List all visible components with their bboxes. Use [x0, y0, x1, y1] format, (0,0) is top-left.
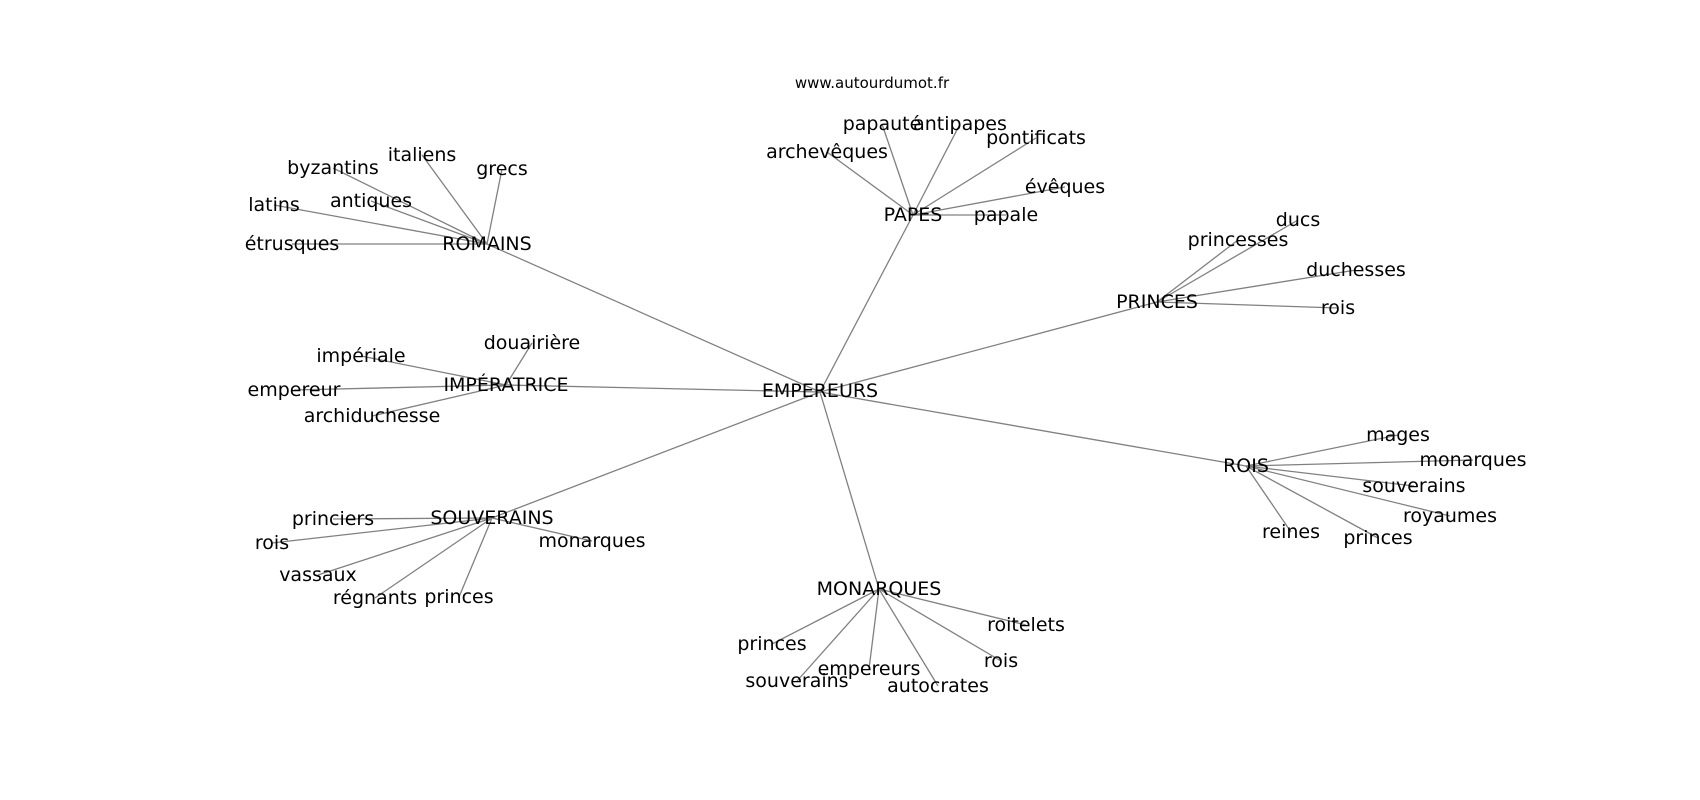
leaf-node: douairière	[484, 332, 581, 354]
leaf-node: empereurs	[818, 658, 921, 680]
leaf-node: rois	[984, 650, 1018, 672]
leaf-node: princes	[737, 633, 806, 655]
edge-center-hub	[819, 301, 1158, 393]
leaf-node: antiques	[330, 190, 412, 212]
edge-center-hub	[505, 384, 821, 393]
hub-node: PAPES	[884, 204, 943, 226]
edge-hub-leaf	[458, 517, 493, 598]
edge-hub-leaf	[1245, 459, 1474, 467]
hub-node: MONARQUES	[817, 578, 942, 600]
edge-hub-leaf	[912, 123, 961, 216]
leaf-node: royaumes	[1403, 505, 1497, 527]
leaf-node: impériale	[316, 345, 405, 367]
graph-edges	[271, 123, 1474, 687]
leaf-node: archevêques	[766, 141, 888, 163]
leaf-node: pontificats	[986, 127, 1086, 149]
edge-hub-leaf	[371, 384, 507, 417]
edge-hub-leaf	[1245, 465, 1379, 539]
leaf-node: byzantins	[287, 157, 379, 179]
leaf-node: ducs	[1276, 209, 1320, 231]
leaf-node: archiduchesse	[304, 405, 441, 427]
edge-hub-leaf	[271, 517, 493, 544]
edge-hub-leaf	[881, 123, 914, 216]
leaf-node: latins	[248, 194, 300, 216]
edge-hub-leaf	[878, 588, 1027, 626]
leaf-node: italiens	[388, 144, 457, 166]
leaf-node: vassaux	[279, 564, 357, 586]
edge-hub-leaf	[1245, 465, 1451, 517]
leaf-node: princiers	[292, 508, 374, 530]
edge-hub-leaf	[1245, 434, 1399, 467]
leaf-node: évêques	[1025, 176, 1105, 198]
edge-center-hub	[486, 243, 821, 393]
edge-hub-leaf	[421, 154, 488, 245]
edge-hub-leaf	[826, 151, 914, 216]
leaf-node: mages	[1366, 424, 1430, 446]
edge-center-hub	[819, 391, 1247, 467]
leaf-node: empereur	[248, 379, 341, 401]
leaf-node: autocrates	[887, 675, 989, 697]
graph-labels: EMPEREURS ROMAINS byzantins italiens grecs a…	[245, 113, 1527, 697]
source-label: www.autourdumot.fr	[795, 74, 950, 92]
leaf-node: reines	[1262, 521, 1320, 543]
edge-hub-leaf	[1245, 465, 1292, 533]
leaf-node: souverains	[745, 670, 848, 692]
leaf-node: princes	[1343, 527, 1412, 549]
leaf-node: étrusques	[245, 233, 340, 255]
leaf-node: grecs	[476, 158, 528, 180]
center-node: EMPEREURS	[762, 380, 878, 402]
edge-center-hub	[819, 214, 914, 393]
leaf-node: princesses	[1188, 229, 1289, 251]
hub-node: ROIS	[1223, 455, 1269, 477]
edge-hub-leaf	[868, 588, 880, 670]
leaf-node: papale	[974, 204, 1038, 226]
edge-hub-leaf	[1156, 219, 1299, 303]
edge-hub-leaf	[491, 517, 593, 542]
edge-hub-leaf	[1156, 269, 1357, 303]
hub-node: ROMAINS	[442, 233, 531, 255]
edge-center-hub	[491, 391, 821, 519]
leaf-node: monarques	[1420, 449, 1527, 471]
leaf-node: princes	[424, 586, 493, 608]
leaf-node: antipapes	[913, 113, 1007, 135]
leaf-node: duchesses	[1306, 259, 1406, 281]
edge-hub-leaf	[771, 588, 880, 645]
edge-hub-leaf	[1156, 239, 1239, 303]
edge-hub-leaf	[273, 204, 488, 245]
edge-hub-leaf	[317, 517, 493, 576]
edge-hub-leaf	[796, 588, 880, 682]
edge-hub-leaf	[293, 384, 507, 391]
leaf-node: papauté	[843, 113, 922, 135]
leaf-node: régnants	[333, 587, 417, 609]
edge-hub-leaf	[912, 137, 1037, 216]
edge-hub-leaf	[370, 200, 488, 245]
edge-hub-leaf	[486, 168, 503, 245]
leaf-node: souverains	[1362, 475, 1465, 497]
leaf-node: roitelets	[987, 614, 1065, 636]
edge-hub-leaf	[1156, 301, 1339, 309]
edge-hub-leaf	[332, 167, 488, 245]
edge-hub-leaf	[360, 355, 507, 386]
edge-hub-leaf	[505, 342, 533, 386]
leaf-node: rois	[1321, 297, 1355, 319]
edge-center-hub	[819, 391, 880, 590]
edge-hub-leaf	[332, 517, 493, 520]
leaf-node: rois	[255, 532, 289, 554]
edge-hub-leaf	[878, 588, 1002, 662]
hub-node: SOUVERAINS	[430, 507, 553, 529]
hub-node: IMPÉRATRICE	[443, 373, 568, 396]
leaf-node: monarques	[539, 530, 646, 552]
edge-hub-leaf	[374, 517, 493, 599]
edge-hub-leaf	[878, 588, 939, 687]
edge-hub-leaf	[912, 186, 1066, 216]
edge-hub-leaf	[1245, 465, 1415, 487]
hub-node: PRINCES	[1116, 291, 1198, 313]
